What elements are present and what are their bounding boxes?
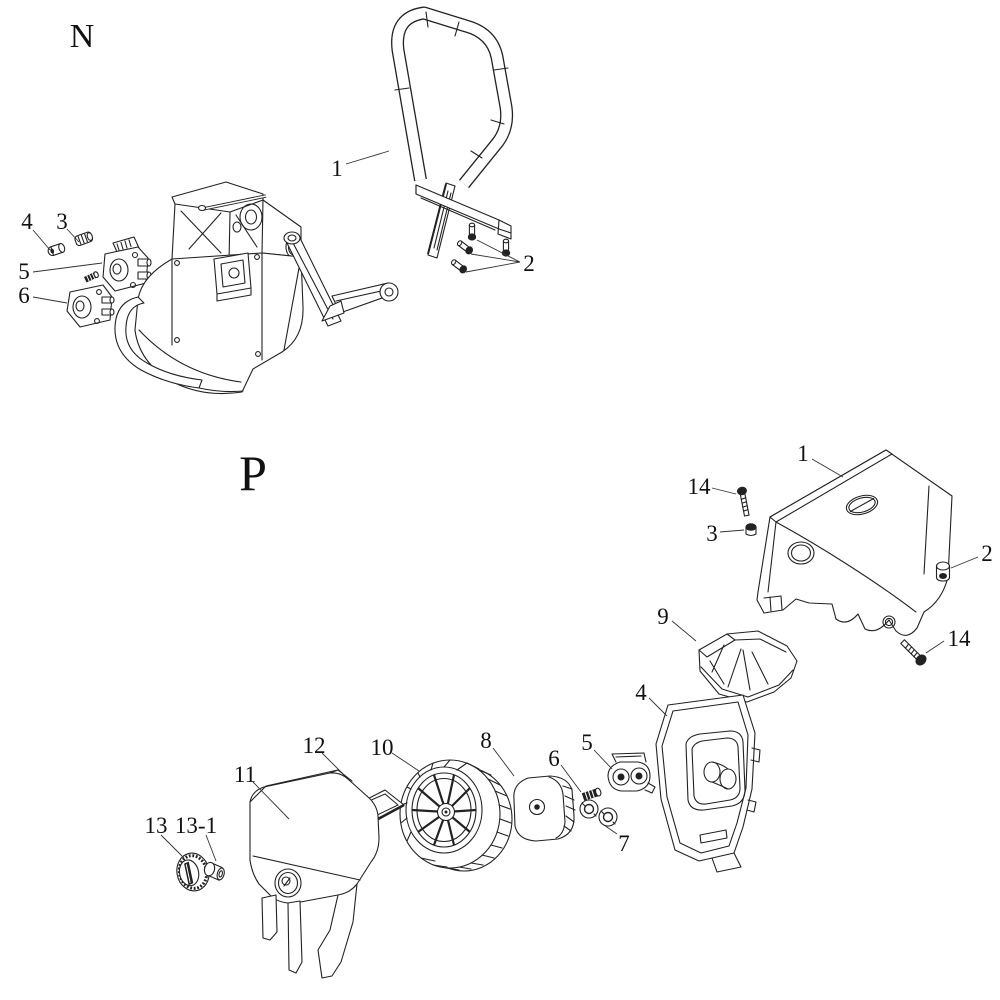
callout-p-1: 1 (797, 441, 809, 466)
leader-p-10 (391, 752, 420, 772)
section-n: N (18, 6, 535, 395)
handle-bar-part-1 (391, 6, 514, 259)
callout-p-4: 4 (635, 680, 647, 705)
rear-handle (114, 296, 203, 389)
section-p-label: P (239, 445, 267, 501)
screw-part-14-bottom (900, 639, 927, 666)
screw (456, 240, 474, 255)
screw (501, 238, 511, 257)
pull-rod-knob (197, 204, 207, 212)
callout-p-9: 9 (657, 604, 669, 629)
knob-recess (274, 868, 302, 898)
leader-p-14b (925, 640, 945, 654)
callout-n-2: 2 (523, 251, 535, 276)
leader-n-4 (32, 229, 51, 251)
nuts-part-7 (579, 799, 618, 827)
backplate-part-4 (655, 694, 761, 873)
callout-p-13: 13 (145, 813, 168, 838)
leader-p-1 (811, 458, 844, 478)
handle-screws-part-2 (450, 222, 521, 274)
handle-mount-rail (415, 184, 512, 240)
mount-tab (261, 894, 278, 941)
leader-n-5 (32, 262, 103, 273)
leader-p-11 (252, 781, 290, 820)
callout-p-5: 5 (581, 730, 593, 755)
cover-round-hole (787, 541, 815, 565)
cap-nut-part-2 (935, 561, 951, 582)
filter-cover-part-8 (513, 775, 576, 842)
screw (467, 222, 477, 241)
leader-p-6 (560, 764, 582, 793)
leader-p-14a (711, 487, 737, 495)
bracket-part-5 (607, 752, 656, 794)
callout-n-5: 5 (18, 259, 30, 284)
callout-p-8: 8 (480, 728, 492, 753)
chain-brake-lever (283, 231, 399, 327)
callout-p-11: 11 (234, 762, 256, 787)
leader-p-8 (492, 747, 515, 777)
mount-tab (287, 900, 303, 974)
leader-p-3 (719, 529, 745, 533)
section-n-label: N (70, 18, 95, 55)
drum-fins (400, 759, 512, 871)
callout-n-4: 4 (21, 209, 33, 234)
deflector-part-9 (698, 630, 798, 703)
callout-p-13-1: 13-1 (175, 813, 217, 838)
callout-p-14b: 14 (948, 626, 972, 651)
callout-n-6: 6 (18, 283, 30, 308)
saw-body (114, 181, 399, 395)
screw (84, 271, 99, 283)
screw-part-14-top (737, 486, 750, 517)
leader-n-6 (32, 296, 68, 304)
spokes (411, 774, 477, 846)
callout-p-6: 6 (548, 746, 560, 771)
leader-p-13 (160, 834, 185, 859)
carburetor-part-6 (66, 271, 115, 328)
carburetor-part-5 (102, 236, 152, 292)
callout-p-7: 7 (618, 831, 630, 856)
leader-p-7 (600, 822, 618, 835)
bolt-part-13-1 (203, 861, 225, 881)
top-cover-part-1 (756, 449, 953, 636)
carb-mount-block (213, 252, 252, 302)
callout-p-2: 2 (981, 541, 993, 566)
screw (450, 259, 468, 274)
fuel-cap-hole (845, 494, 879, 516)
leader-p-9 (671, 620, 697, 642)
callout-p-3: 3 (706, 521, 718, 546)
starter-cover-part-11 (249, 769, 380, 979)
callout-n-3: 3 (56, 209, 68, 234)
air-filter-part-10 (399, 759, 513, 872)
callout-p-12: 12 (303, 733, 326, 758)
callout-n-1: 1 (331, 156, 343, 181)
callout-p-10: 10 (371, 735, 394, 760)
stud-part-6 (581, 787, 602, 801)
clip-part-4 (47, 243, 66, 257)
clip-part-3 (74, 231, 94, 247)
leader-p-5 (593, 749, 613, 770)
leader-n-3 (66, 228, 80, 243)
knob-part-13 (176, 852, 210, 892)
leader-n-1 (345, 150, 390, 165)
callout-p-14a: 14 (688, 474, 712, 499)
nut-part-3 (745, 523, 757, 537)
leader-p-13-1 (205, 834, 217, 862)
leader-p-4 (648, 697, 668, 717)
tube-joint-marks (394, 11, 509, 159)
leader-p-2 (950, 556, 979, 569)
section-p: P 1 14 (145, 441, 993, 979)
